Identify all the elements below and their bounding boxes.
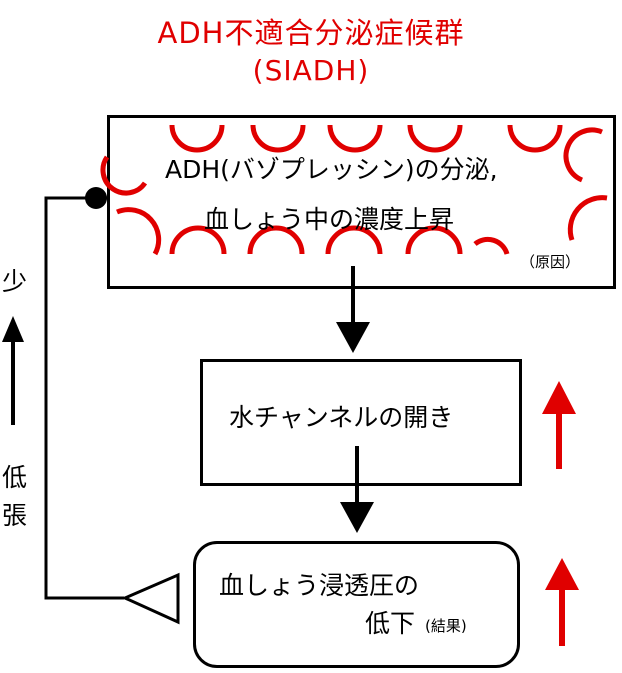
- cause-line-2: 血しょう中の濃度上昇: [204, 205, 455, 234]
- arrow-down-2: [340, 502, 374, 533]
- feedback-label-low: 低: [2, 463, 28, 492]
- result-note: (結果): [425, 617, 467, 635]
- cause-note: （原因）: [520, 253, 581, 271]
- arrow-down-1: [336, 322, 370, 353]
- diagram-subtitle: (SIADH): [252, 54, 370, 87]
- diagram-title: ADH不適合分泌症候群: [157, 16, 465, 50]
- feedback-triangle: [121, 572, 180, 625]
- result-line-1: 血しょう浸透圧の: [219, 571, 420, 600]
- feedback-label-tension: 張: [2, 501, 28, 530]
- feedback-label-few: 少: [2, 267, 28, 296]
- water-channel-label: 水チャンネルの開き: [229, 403, 454, 432]
- result-line-2: 低下: [365, 609, 416, 638]
- result-box: [193, 541, 520, 668]
- feedback-dot: [85, 187, 107, 209]
- red-arcs-bottom: [116, 195, 608, 256]
- red-up-arrow-2: [545, 558, 579, 646]
- feedback-line: [44, 196, 124, 600]
- water-channel-box: [200, 359, 522, 486]
- cause-line-1: ADH(バゾプレッシン)の分泌,: [165, 155, 498, 184]
- left-up-arrow: [2, 316, 24, 342]
- cause-box: [107, 115, 616, 289]
- red-arcs-top: [100, 124, 603, 196]
- red-up-arrow-1: [542, 381, 576, 469]
